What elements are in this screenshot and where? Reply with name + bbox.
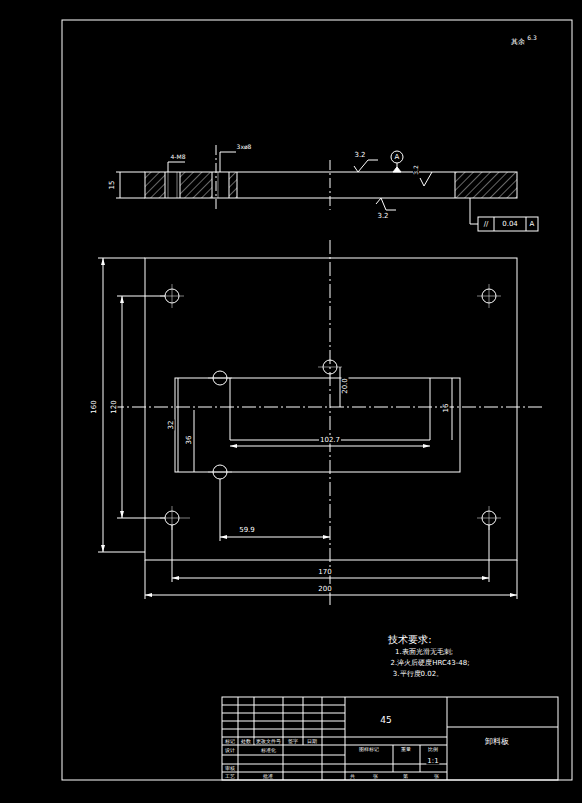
dimension-text: 36: [186, 435, 193, 446]
title-cell: 第: [402, 774, 409, 779]
title-cell: 处数: [240, 739, 252, 744]
requirement-item: 1.表面光滑无毛刺;: [394, 649, 454, 656]
requirements-heading: 技术要求:: [387, 635, 432, 645]
dimension-text: 120: [111, 399, 118, 414]
roughness-value: 3.2: [413, 164, 419, 176]
title-cell: 签字: [287, 739, 299, 744]
title-cell: 共: [349, 774, 356, 779]
title-cell: 日期: [306, 739, 318, 744]
dimension-text: 200: [317, 586, 332, 593]
scale-value: 1:1: [426, 758, 439, 765]
title-cell: 重量: [400, 747, 412, 752]
dimension-text: 170: [317, 569, 332, 576]
material-text: 45: [379, 716, 392, 725]
title-cell: 标准化: [260, 748, 277, 753]
tolerance-value: 0.04: [501, 221, 519, 228]
dimension-text: 20.0: [342, 377, 349, 395]
title-cell: 张: [372, 774, 379, 779]
roughness-value: 6.3: [526, 35, 538, 41]
dimension-text: 16: [443, 403, 450, 414]
title-cell: 更改文件号: [255, 739, 282, 744]
dimension-text: 32: [168, 420, 175, 431]
hole-callout: 3xø8: [236, 144, 253, 150]
dimension-text: 59.9: [238, 527, 256, 534]
requirement-item: 2.淬火后硬度HRC43-48;: [389, 660, 470, 667]
title-cell: 批准: [262, 774, 274, 779]
title-cell: 工艺: [224, 774, 236, 779]
dimension-text: 160: [91, 399, 98, 414]
requirement-item: 3.平行度0.02。: [392, 671, 444, 678]
dimension-text: 102.7: [319, 437, 341, 444]
datum-reference: A: [529, 221, 536, 228]
title-cell: 设计: [224, 748, 236, 753]
datum-letter: A: [394, 154, 401, 161]
roughness-value: 3.2: [376, 213, 389, 220]
title-cell: 图样标记: [358, 747, 380, 752]
title-cell: 审核: [224, 766, 236, 771]
part-name: 卸料板: [484, 738, 510, 746]
title-cell: 比例: [427, 747, 439, 752]
roughness-value: 3.2: [353, 152, 366, 159]
dimension-text: 15: [109, 180, 116, 191]
roughness-note: 其余: [510, 39, 526, 46]
title-cell: 标记: [224, 739, 236, 744]
tolerance-symbol: //: [483, 221, 490, 228]
title-cell: 张: [433, 774, 440, 779]
thread-callout: 4-M8: [170, 154, 187, 160]
